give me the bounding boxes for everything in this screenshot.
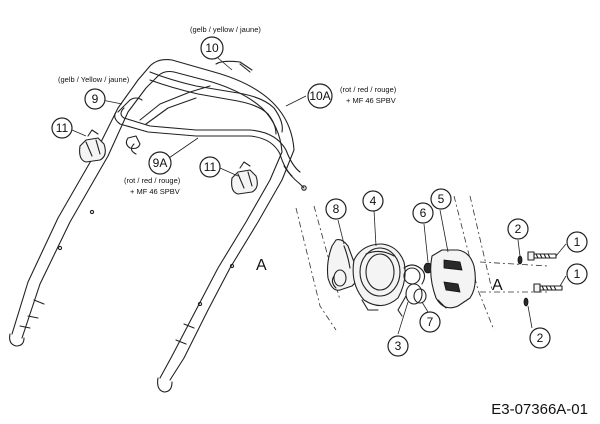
svg-text:8: 8: [333, 202, 340, 216]
callout-8: 8: [325, 198, 347, 220]
callout-10a: 10A: [307, 83, 333, 109]
bracket-part-8: [326, 239, 358, 291]
note-yellow-10: (gelb / yellow / jaune): [190, 25, 261, 34]
note-red-10a-line2: + MF 46 SPBV: [346, 96, 396, 105]
svg-text:2: 2: [537, 331, 544, 345]
callout-4: 4: [362, 190, 384, 212]
leader-lines: [71, 57, 567, 335]
svg-text:1: 1: [574, 267, 581, 281]
callout-10: 10: [200, 36, 224, 60]
svg-text:3: 3: [395, 339, 402, 353]
bail-bar-lower: [114, 111, 293, 177]
callout-1-lower: 1: [566, 263, 588, 285]
cover-part-5: [430, 249, 476, 309]
callout-11-left: 11: [51, 117, 73, 139]
section-label-a-right: A: [492, 277, 503, 294]
note-red-10a-line1: (rot / red / rouge): [340, 85, 397, 94]
callout-3: 3: [387, 335, 409, 357]
svg-text:9A: 9A: [153, 156, 168, 170]
drawing-code: E3-07366A-01: [491, 401, 588, 418]
section-label-a-left: A: [256, 257, 267, 274]
svg-text:11: 11: [56, 121, 69, 135]
callout-2-lower: 2: [529, 327, 551, 349]
callout-6: 6: [412, 202, 434, 224]
note-red-9a-line1: (rot / red / rouge): [124, 176, 181, 185]
handle-left-tube: [11, 59, 215, 335]
callout-1-upper: 1: [566, 231, 588, 253]
washer-part-2-lower: [523, 297, 529, 307]
callout-9a: 9A: [148, 151, 172, 175]
note-red-9a-line2: + MF 46 SPBV: [130, 187, 180, 196]
callout-11-right: 11: [199, 156, 221, 178]
svg-text:4: 4: [370, 194, 377, 208]
callout-9: 9: [84, 88, 106, 110]
svg-text:2: 2: [515, 222, 522, 236]
callout-2-upper: 2: [507, 218, 529, 240]
bail-bar-upper: [149, 71, 283, 133]
callout-5: 5: [430, 188, 452, 210]
handle-right-tube: [169, 71, 295, 381]
motor-assembly: [295, 195, 563, 331]
svg-text:5: 5: [438, 192, 445, 206]
clip-part-11-right: [231, 161, 258, 195]
washer-part-2-upper: [517, 255, 523, 265]
screw-part-1-lower: [533, 283, 563, 293]
svg-text:9: 9: [92, 92, 99, 106]
clip-part-11-left: [79, 129, 106, 163]
svg-text:7: 7: [427, 315, 434, 329]
svg-text:10: 10: [205, 41, 219, 55]
svg-text:10A: 10A: [309, 89, 330, 103]
callout-7: 7: [419, 311, 441, 333]
svg-text:11: 11: [204, 160, 217, 174]
screw-part-1-upper: [527, 251, 557, 261]
note-yellow-9: (gelb / Yellow / jaune): [58, 75, 130, 84]
svg-text:1: 1: [574, 235, 581, 249]
handle-assembly: [9, 59, 307, 393]
svg-text:6: 6: [420, 206, 427, 220]
washer-part-7: [413, 288, 427, 304]
